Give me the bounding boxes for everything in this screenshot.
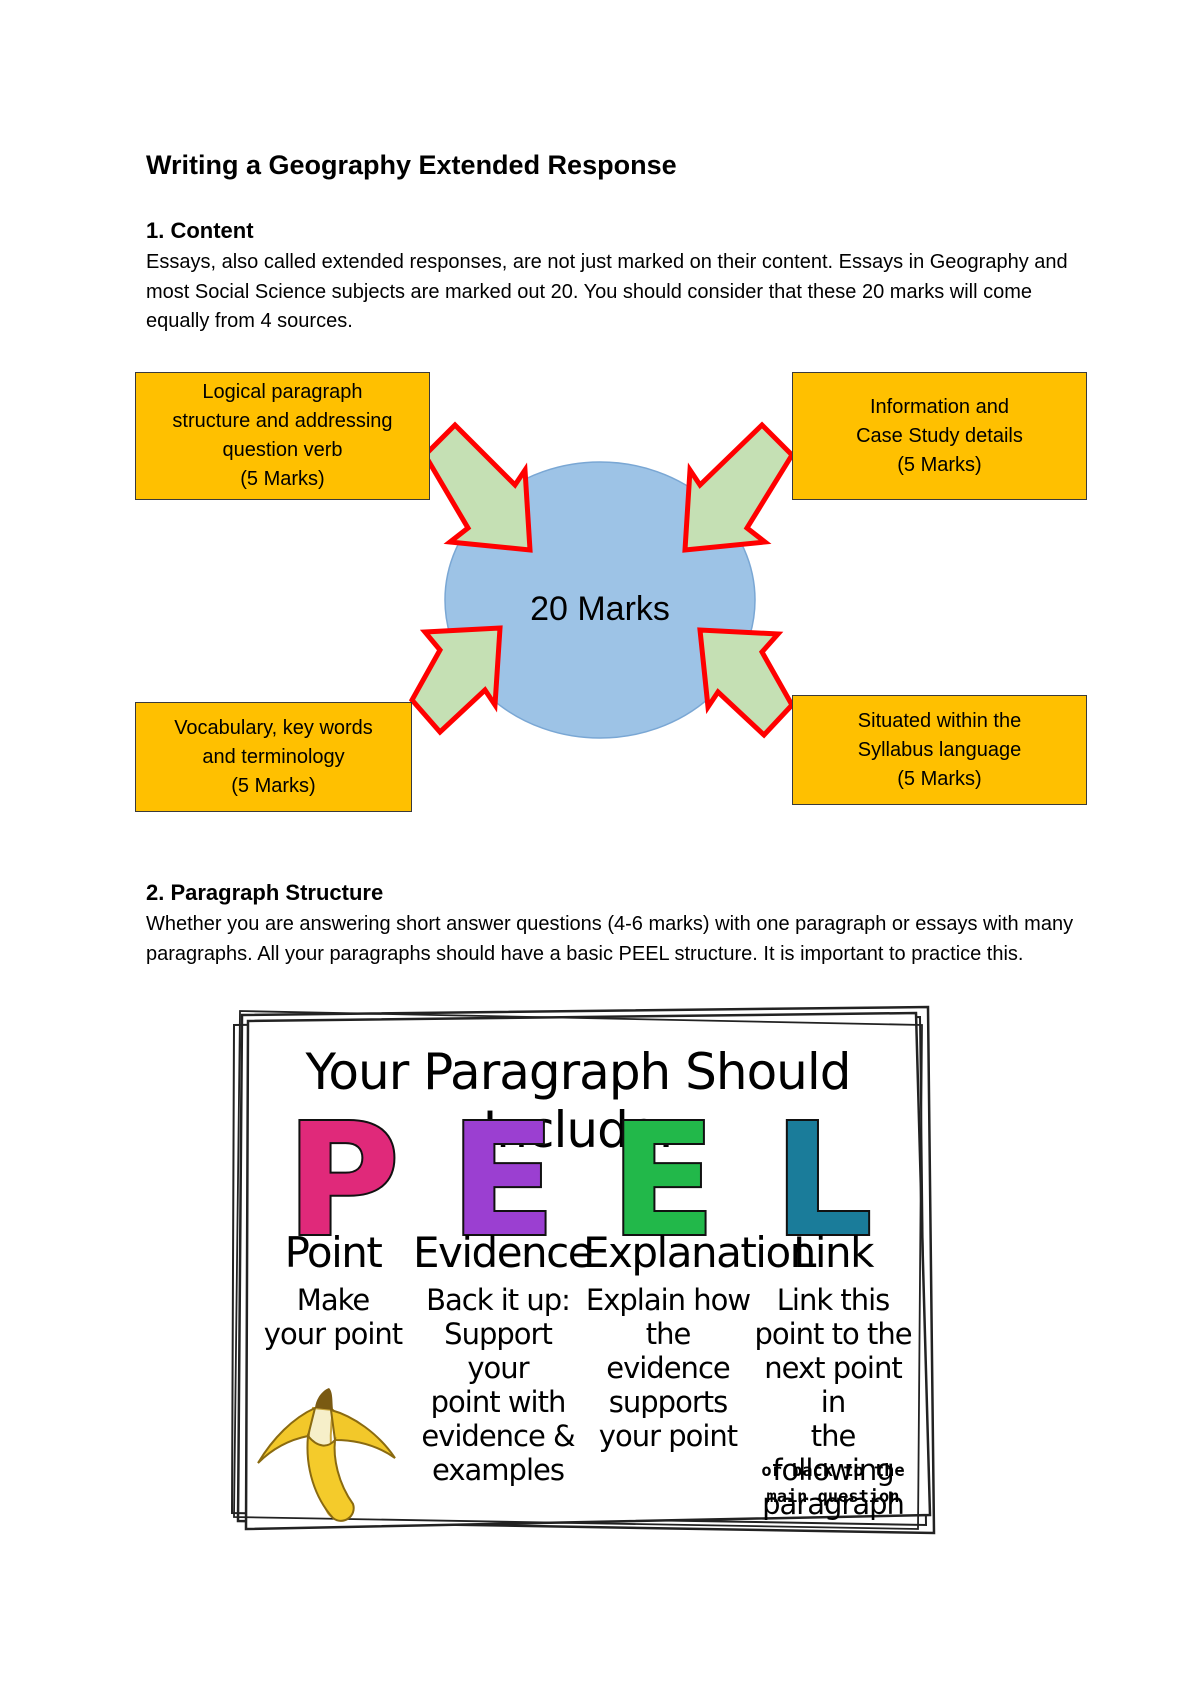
word-evidence: Evidence: [413, 1228, 594, 1277]
page-title: Writing a Geography Extended Response: [146, 150, 677, 180]
letter-e-explanation: E: [608, 1090, 718, 1271]
desc-link: Link this point to the next point in the…: [748, 1283, 918, 1521]
desc-line: Support your: [444, 1317, 553, 1385]
diagram-graphics: [408, 421, 796, 739]
desc-explanation: Explain how the evidence supports your p…: [583, 1283, 753, 1453]
desc-line: point with: [430, 1385, 567, 1419]
desc-line: the evidence: [606, 1317, 730, 1385]
desc-evidence: Back it up: Support your point with evid…: [413, 1283, 583, 1487]
section-body-content: Essays, also called extended responses, …: [146, 251, 1068, 332]
peel-poster: Your Paragraph Should Include: P E E L P…: [228, 1003, 948, 1543]
poster-frame: [230, 1005, 936, 1535]
desc-line: evidence &: [421, 1419, 575, 1453]
section-heading-content: 1. Content: [146, 218, 254, 243]
footnote-line: or back to the: [761, 1461, 905, 1481]
box-line: Situated within the: [857, 709, 1022, 732]
box-line: (5 Marks): [897, 767, 982, 790]
desc-line: supports: [608, 1385, 728, 1419]
box-information-case-study: Information and Case Study details (5 Ma…: [792, 372, 1087, 500]
desc-line: your point: [598, 1419, 738, 1453]
desc-line: the following: [772, 1419, 894, 1487]
desc-line: paragraph: [762, 1487, 905, 1521]
peel-title: Your Paragraph Should Include:: [305, 1043, 852, 1159]
box-line: Information and: [870, 395, 1009, 418]
letter-l: L: [772, 1090, 875, 1271]
desc-line: Make: [296, 1283, 370, 1317]
marks-diagram: 20 Marks Logical paragraph structure and…: [0, 360, 1200, 820]
box-line: (5 Marks): [231, 774, 316, 797]
box-line: Syllabus language: [857, 738, 1022, 761]
desc-line: Link this: [776, 1283, 891, 1317]
desc-line: point to the: [754, 1317, 912, 1351]
letter-p: P: [284, 1090, 402, 1271]
box-line: structure and addressing: [172, 410, 393, 432]
arrow-top-right: [682, 421, 796, 553]
box-line: Logical paragraph: [202, 381, 363, 403]
word-explanation: Explanation: [583, 1228, 816, 1277]
arrow-bottom-left: [408, 625, 503, 736]
arrow-bottom-right: [697, 627, 796, 739]
box-line: Vocabulary, key words: [174, 716, 373, 739]
box-syllabus-language: Situated within the Syllabus language (5…: [792, 695, 1087, 805]
box-paragraph-structure: Logical paragraph structure and addressi…: [135, 372, 430, 500]
section-heading-paragraph-structure: 2. Paragraph Structure: [146, 880, 384, 905]
desc-line: Explain how: [585, 1283, 751, 1317]
letter-e-evidence: E: [448, 1090, 558, 1271]
footnote-line: main question: [766, 1487, 900, 1507]
box-line: (5 Marks): [240, 468, 325, 490]
arrow-top-left: [421, 421, 533, 553]
desc-line: your point: [263, 1317, 403, 1351]
desc-line: next point in: [764, 1351, 902, 1419]
link-footnote: or back to the main question: [748, 1458, 918, 1510]
box-line: (5 Marks): [897, 453, 982, 476]
word-link: Link: [792, 1228, 875, 1277]
marks-total-label: 20 Marks: [530, 590, 670, 628]
section-body-paragraph-structure: Whether you are answering short answer q…: [146, 913, 1074, 965]
desc-line: examples: [432, 1453, 565, 1487]
box-vocabulary: Vocabulary, key words and terminology (5…: [135, 702, 412, 812]
banana-icon: [257, 1388, 396, 1522]
word-point: Point: [284, 1228, 383, 1277]
box-line: question verb: [222, 439, 343, 461]
box-line: and terminology: [202, 745, 345, 768]
desc-point: Make your point: [248, 1283, 418, 1351]
desc-line: Back it up:: [426, 1283, 571, 1317]
box-line: Case Study details: [856, 424, 1023, 447]
